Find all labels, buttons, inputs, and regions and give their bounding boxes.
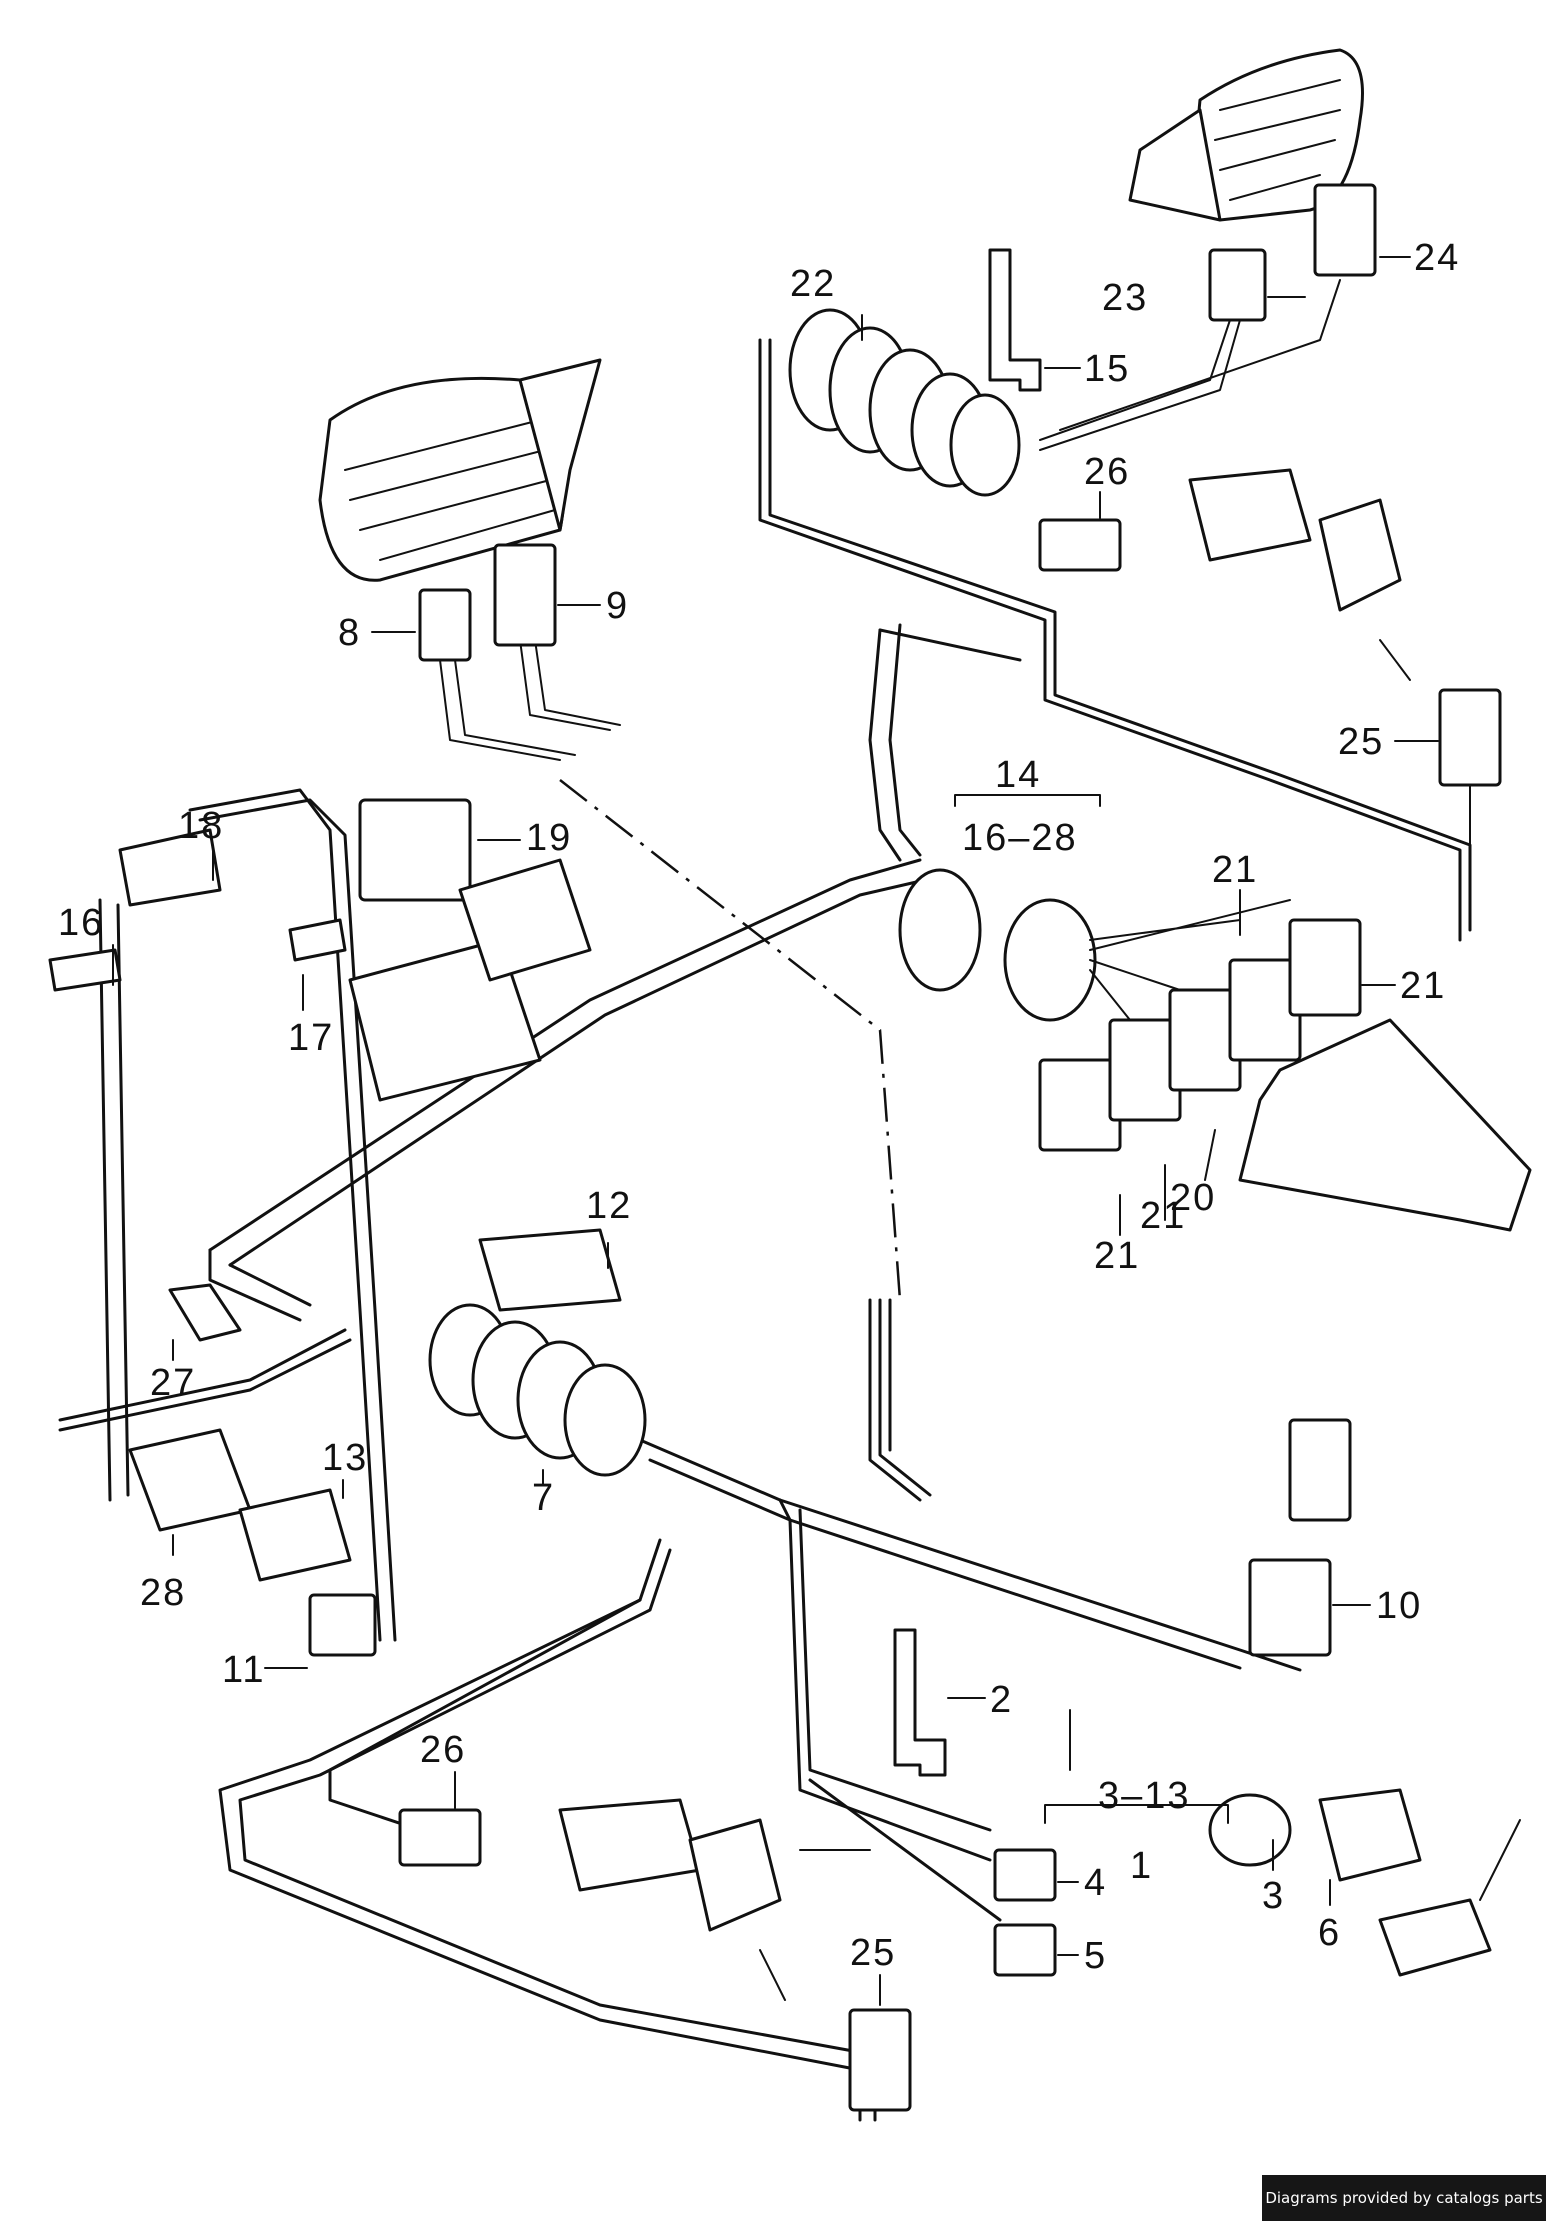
callout-13: 13 [322,1437,368,1479]
callout-16: 16 [58,902,104,944]
callout-17: 17 [288,1017,334,1059]
callout-26-lower: 26 [420,1729,466,1771]
callout-21-bottom: 21 [1094,1235,1140,1277]
callout-7: 7 [532,1477,555,1519]
callout-21-right: 21 [1400,965,1446,1007]
callout-21-middle: 21 [1140,1195,1186,1237]
callout-6: 6 [1318,1912,1341,1954]
right-mirror [1128,48,1364,222]
callout-28: 28 [140,1572,186,1614]
callout-19: 19 [526,817,572,859]
callout-1: 1 [1130,1845,1153,1887]
callout-labels: 8 9 22 23 24 15 26 25 18 19 16 17 14 16–… [58,237,1460,1977]
credit-badge: Diagrams provided by catalogs parts [1262,2175,1546,2221]
callout-18: 18 [178,805,224,847]
callout-14: 14 [995,754,1041,796]
left-mirror [318,358,602,582]
callout-15: 15 [1084,348,1130,390]
callout-9: 9 [606,585,629,627]
callout-26-upper: 26 [1084,451,1130,493]
callout-25-upper: 25 [1338,721,1384,763]
callout-8: 8 [338,612,361,654]
callout-16-28: 16–28 [962,817,1078,859]
callout-23: 23 [1102,277,1148,319]
callout-4: 4 [1084,1862,1107,1904]
callout-24: 24 [1414,237,1460,279]
callout-3: 3 [1262,1875,1285,1917]
callout-20: 20 [1170,1177,1216,1219]
callout-5: 5 [1084,1935,1107,1977]
callout-12: 12 [586,1185,632,1227]
harness-lines [58,279,1472,2122]
callout-11: 11 [222,1649,265,1691]
reference-dash-line [559,779,902,1301]
callout-21-top: 21 [1212,849,1258,891]
callout-22: 22 [790,263,836,305]
parts [48,183,1532,2112]
callout-2: 2 [990,1679,1013,1721]
bellows-upper [788,308,1021,497]
leader-lines [112,256,1439,2006]
callout-3-13: 3–13 [1098,1775,1191,1817]
callout-10: 10 [1376,1585,1422,1627]
bellows-lower [428,1303,647,1477]
callout-25-lower: 25 [850,1932,896,1974]
callout-27: 27 [150,1362,196,1404]
